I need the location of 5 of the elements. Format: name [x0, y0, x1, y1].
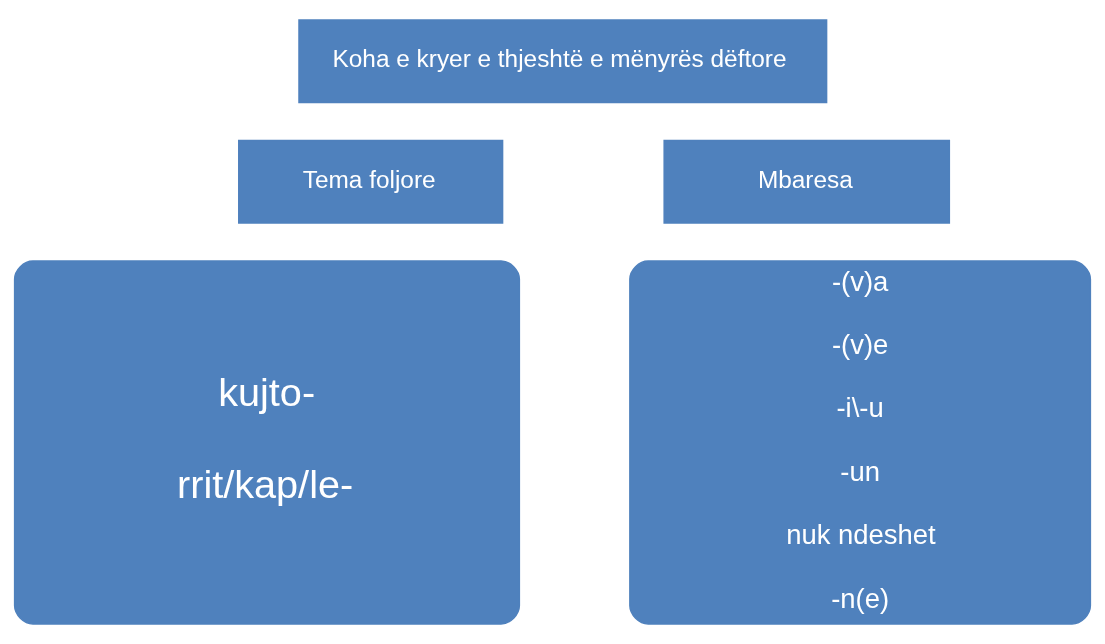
node-box: Mbaresa	[663, 139, 951, 224]
node-box: -(v)a -(v)e -i\-u -un nuk ndeshet -n(e)	[629, 260, 1092, 625]
node-box: Koha e kryer e thjeshtë e mënyrës dëftore	[298, 19, 828, 104]
node-box: kujto- rrit/kap/le-	[13, 260, 521, 625]
node-box: Tema foljore	[238, 139, 504, 224]
